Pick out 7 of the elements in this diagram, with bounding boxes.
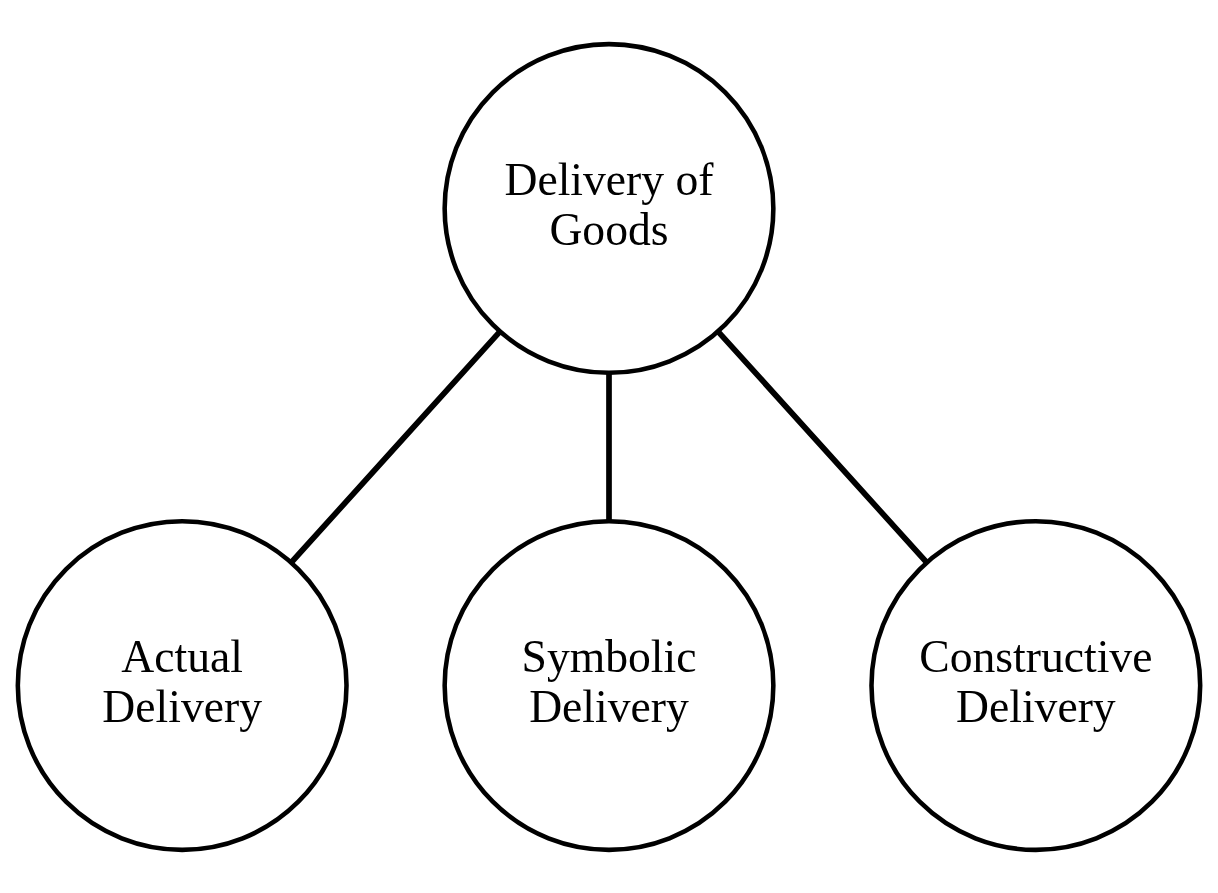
node-circle: Actual Delivery [15, 518, 349, 852]
node-circle: Constructive Delivery [869, 518, 1203, 852]
node-circle: Symbolic Delivery [442, 518, 776, 852]
connector [606, 372, 612, 521]
connector [289, 329, 502, 564]
node-circle: Delivery of Goods [442, 41, 776, 375]
connector [716, 329, 929, 564]
